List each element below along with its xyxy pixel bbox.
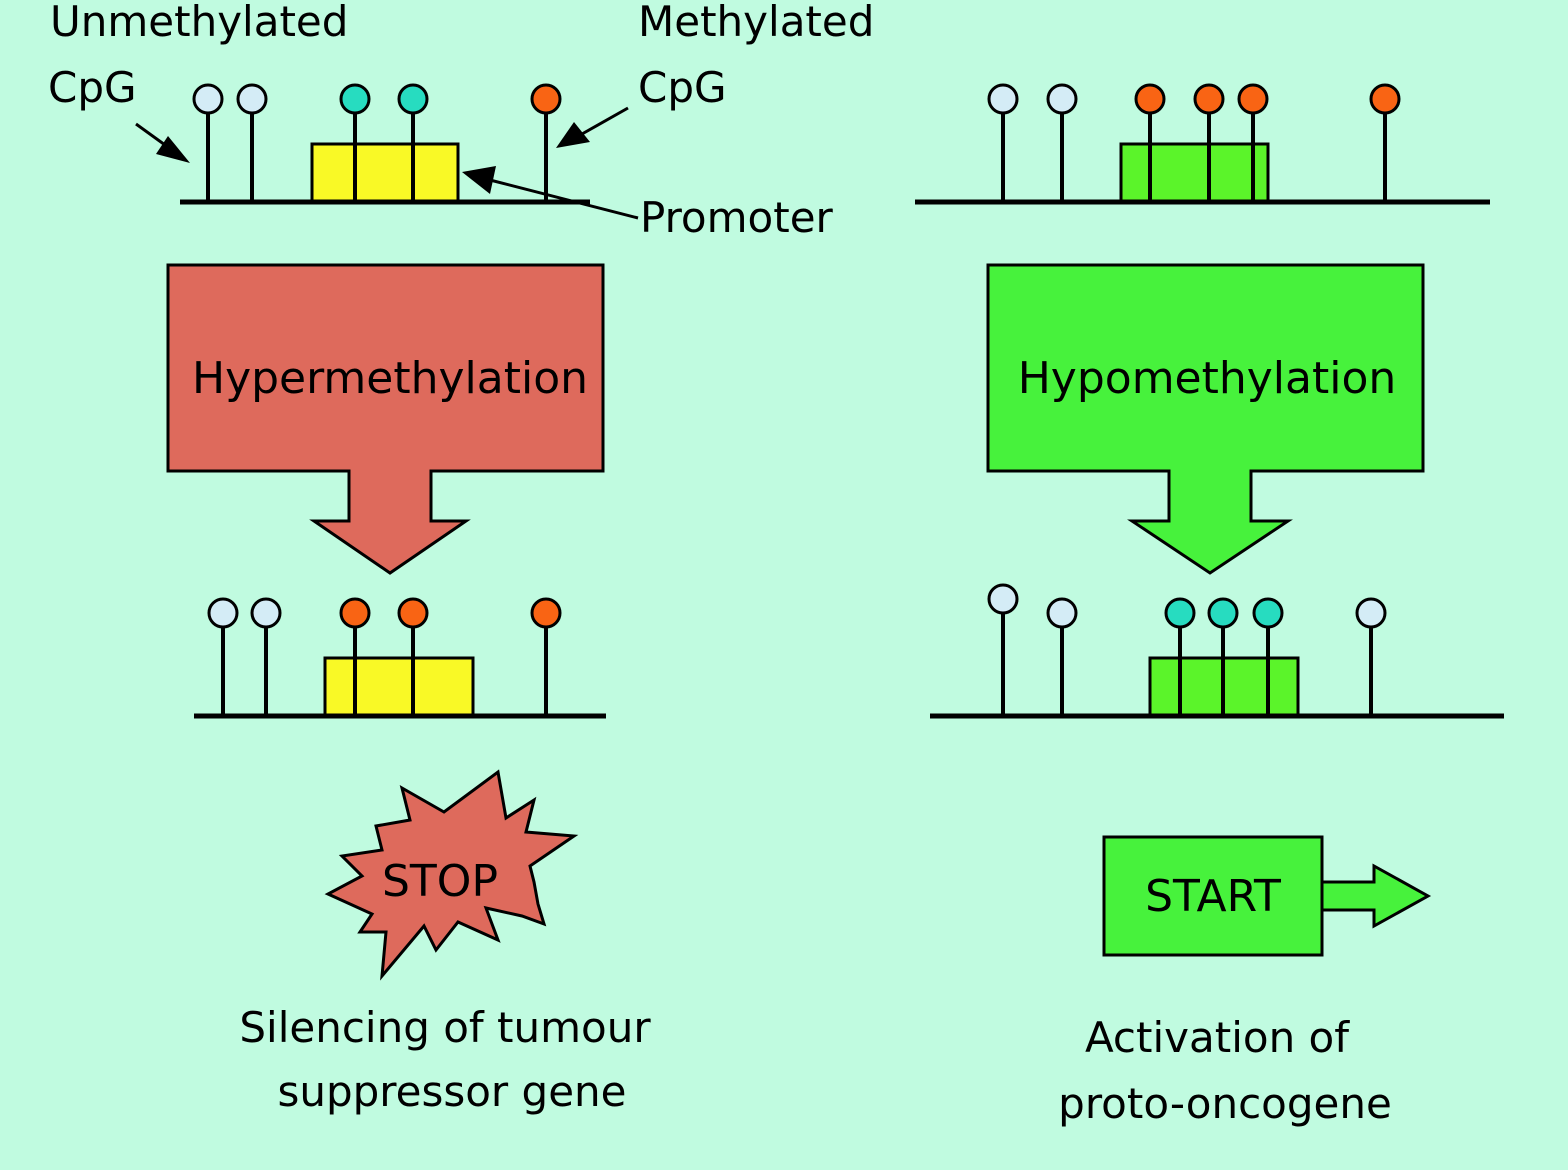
hypermethylation-label: Hypermethylation [192, 353, 588, 404]
methylated-cpg-icon [530, 597, 562, 629]
stop-burst: STOP [324, 769, 579, 981]
cpg-site [1252, 597, 1284, 716]
unmethylated-cpg-icon [1046, 83, 1078, 115]
cpg-site [192, 83, 224, 202]
cpg-site [339, 83, 371, 202]
right-arrow-icon [1320, 863, 1432, 929]
teal-cpg-icon [339, 83, 371, 115]
right-result-caption-line1: Activation of [1085, 1013, 1350, 1062]
cpg-site [207, 597, 239, 716]
teal-cpg-icon [1164, 597, 1196, 629]
gene-right-after [930, 583, 1504, 719]
unmethylated-cpg-icon [1046, 597, 1078, 629]
promoter-box [310, 142, 460, 204]
unmethylated-cpg-icon [987, 83, 1019, 115]
right-result-caption-line2: proto-oncogene [1058, 1079, 1392, 1128]
unmethylated-cpg-icon [1355, 597, 1387, 629]
methylated-cpg-icon [1193, 83, 1225, 115]
unmethylated-cpg-icon [192, 83, 224, 115]
methylated-cpg-icon [1134, 83, 1166, 115]
unmethylated-cpg-icon [987, 583, 1019, 615]
unmethylated-cpg-label: CpG [48, 63, 137, 112]
cpg-site [236, 83, 268, 202]
cpg-site [250, 597, 282, 716]
pointer-arrow-promoter [489, 178, 639, 220]
promoter-label: Promoter [640, 193, 834, 242]
cpg-site [1207, 597, 1239, 716]
gene-left-after [194, 597, 606, 719]
start-label: START [1145, 871, 1281, 922]
teal-cpg-icon [397, 83, 429, 115]
unmethylated-cpg-icon [207, 597, 239, 629]
teal-cpg-icon [1252, 597, 1284, 629]
promoter-box [1119, 142, 1270, 204]
methylated-cpg-icon [397, 597, 429, 629]
cpg-site [339, 597, 371, 716]
hypomethylation-label: Hypomethylation [1018, 353, 1397, 404]
cpg-site [530, 83, 562, 202]
start-signal: START [1102, 835, 1432, 957]
cpg-site [397, 83, 429, 202]
cpg-site [1237, 83, 1269, 202]
arrow-head-icon [556, 122, 590, 148]
teal-cpg-icon [1207, 597, 1239, 629]
cpg-site [987, 83, 1019, 202]
cpg-site [987, 583, 1019, 716]
methylated-cpg-icon [1369, 83, 1401, 115]
cpg-site [1164, 597, 1196, 716]
cpg-site [1369, 83, 1401, 202]
gene-left-before [180, 83, 590, 205]
unmethylated-label: Unmethylated [50, 0, 348, 46]
hypermethylation-arrow: Hypermethylation [166, 263, 605, 575]
left-result-caption-line2: suppressor gene [277, 1067, 626, 1116]
arrow-head-icon [156, 136, 190, 163]
hypomethylation-arrow: Hypomethylation [986, 263, 1425, 575]
promoter-box [323, 656, 475, 718]
cpg-site [1355, 597, 1387, 716]
cpg-site [530, 597, 562, 716]
methylated-cpg-icon [1237, 83, 1269, 115]
cpg-site [1046, 83, 1078, 202]
gene-right-before [915, 83, 1490, 205]
left-result-caption-line1: Silencing of tumour [239, 1003, 651, 1052]
unmethylated-cpg-icon [250, 597, 282, 629]
stop-label: STOP [382, 856, 498, 907]
methylated-cpg-label: CpG [638, 63, 727, 112]
burst-star-icon [324, 769, 579, 981]
methylated-cpg-icon [530, 83, 562, 115]
methylated-label: Methylated [638, 0, 874, 46]
pointer-arrow-methylated [581, 106, 629, 136]
cpg-site [1193, 83, 1225, 202]
start-box [1102, 835, 1324, 957]
cpg-site [1134, 83, 1166, 202]
unmethylated-cpg-icon [236, 83, 268, 115]
methylated-cpg-icon [339, 597, 371, 629]
cpg-site [1046, 597, 1078, 716]
arrow-head-icon [462, 166, 496, 194]
cpg-site [397, 597, 429, 716]
